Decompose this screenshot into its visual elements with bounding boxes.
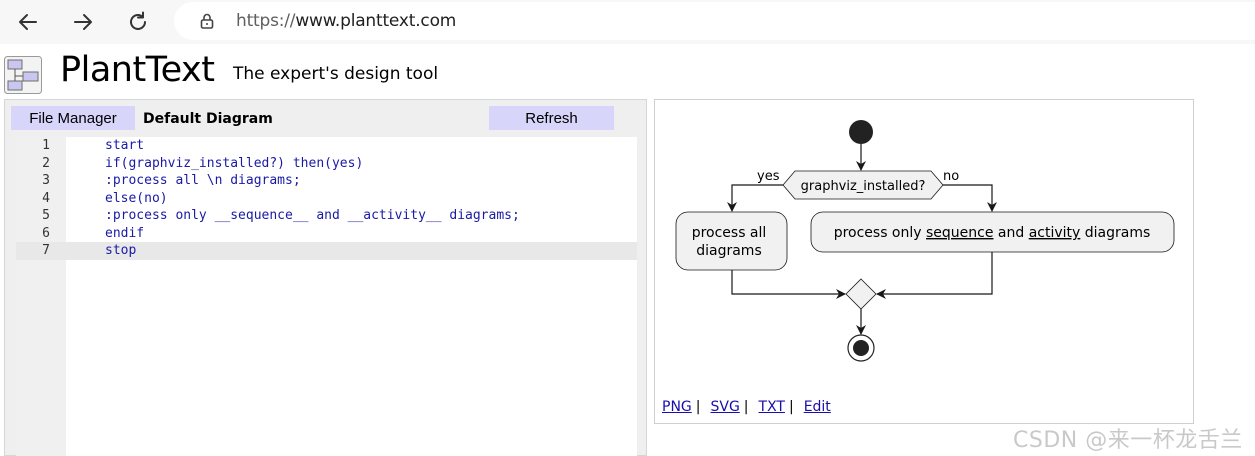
url-scheme: https:// bbox=[236, 11, 296, 31]
app-title: PlantText bbox=[60, 50, 215, 90]
line-number: 3 bbox=[42, 173, 50, 188]
export-png-link[interactable]: PNG bbox=[662, 399, 692, 415]
reload-button[interactable] bbox=[124, 8, 152, 36]
refresh-button[interactable]: Refresh bbox=[489, 106, 614, 130]
edge-no-branch bbox=[943, 184, 997, 212]
code-line[interactable]: 3 :process all \n diagrams; bbox=[16, 172, 637, 190]
activity-diagram: graphviz_installed? yes no process all d… bbox=[675, 120, 1175, 362]
line-number: 5 bbox=[42, 208, 50, 223]
decision-label: graphviz_installed? bbox=[801, 179, 926, 194]
activity-node-process-all bbox=[675, 211, 788, 271]
activity-label-right: process only sequence and activity diagr… bbox=[834, 225, 1151, 241]
code-line[interactable]: 1 start bbox=[16, 137, 637, 155]
link-separator: | bbox=[695, 399, 701, 415]
activity-text-prefix: process only bbox=[834, 225, 926, 241]
code-text: stop bbox=[105, 243, 137, 258]
activity-text-mid: and bbox=[993, 225, 1028, 241]
edge-yes-branch bbox=[727, 184, 783, 212]
start-node bbox=[849, 120, 873, 144]
watermark-text: CSDN @来一杯龙舌兰 bbox=[1013, 428, 1243, 453]
activity-text-activity: activity bbox=[1029, 225, 1081, 241]
code-editor[interactable]: 1 start 2 if(graphviz_installed?) then(y… bbox=[16, 137, 637, 456]
merge-node bbox=[845, 278, 877, 310]
edge-left-to-merge bbox=[731, 270, 846, 299]
diagram-name: Default Diagram bbox=[143, 111, 273, 127]
code-line[interactable]: 2 if(graphviz_installed?) then(yes) bbox=[16, 155, 637, 173]
diagram-preview-panel: graphviz_installed? yes no process all d… bbox=[654, 99, 1194, 424]
diagram-logo-icon bbox=[4, 56, 42, 94]
activity-label-line2: diagrams bbox=[696, 243, 762, 259]
no-label: no bbox=[943, 169, 959, 184]
link-separator: | bbox=[743, 399, 749, 415]
export-txt-link[interactable]: TXT bbox=[758, 399, 785, 415]
edit-link[interactable]: Edit bbox=[803, 399, 831, 415]
url-text[interactable]: https://www.planttext.com bbox=[236, 11, 456, 31]
code-line[interactable]: 6 endif bbox=[16, 225, 637, 243]
edge-right-to-merge bbox=[876, 252, 993, 299]
link-separator: | bbox=[788, 399, 794, 415]
line-number: 7 bbox=[42, 243, 50, 258]
line-number: 6 bbox=[42, 225, 50, 241]
activity-label-line1: process all bbox=[692, 225, 767, 241]
code-text: else(no) bbox=[105, 190, 168, 206]
arrow-left-icon bbox=[19, 14, 37, 30]
line-number-gutter bbox=[16, 137, 66, 456]
editor-panel: File Manager Default Diagram Refresh 1 s… bbox=[4, 99, 647, 456]
browser-toolbar: https://www.planttext.com bbox=[0, 0, 1255, 44]
export-links: PNG|SVG|TXT|Edit bbox=[662, 399, 831, 415]
code-text: :process only __sequence__ and __activit… bbox=[105, 208, 520, 223]
export-svg-link[interactable]: SVG bbox=[710, 399, 740, 415]
yes-label: yes bbox=[757, 169, 780, 184]
app-tagline: The expert's design tool bbox=[233, 64, 439, 84]
url-host: www.planttext.com bbox=[295, 11, 457, 31]
line-number: 4 bbox=[42, 190, 50, 206]
code-line[interactable]: 4 else(no) bbox=[16, 190, 637, 208]
back-button[interactable] bbox=[14, 8, 42, 36]
code-text: if(graphviz_installed?) then(yes) bbox=[105, 155, 364, 171]
file-manager-button[interactable]: File Manager bbox=[11, 106, 135, 130]
code-line[interactable]: 5 :process only __sequence__ and __activ… bbox=[16, 207, 637, 225]
forward-button[interactable] bbox=[69, 8, 97, 36]
line-number: 1 bbox=[42, 138, 50, 153]
code-text: start bbox=[105, 138, 145, 153]
line-number: 2 bbox=[42, 155, 50, 171]
code-line-active[interactable]: 7 stop bbox=[16, 242, 637, 260]
code-text: endif bbox=[105, 225, 145, 241]
stop-node-inner bbox=[853, 340, 869, 356]
lock-icon[interactable] bbox=[198, 12, 216, 30]
reload-icon bbox=[130, 11, 146, 30]
code-text: :process all \n diagrams; bbox=[105, 173, 301, 188]
activity-text-suffix: diagrams bbox=[1080, 225, 1150, 241]
address-bar[interactable]: https://www.planttext.com bbox=[174, 2, 1255, 40]
activity-text-sequence: sequence bbox=[926, 225, 993, 241]
arrow-right-icon bbox=[74, 14, 92, 30]
